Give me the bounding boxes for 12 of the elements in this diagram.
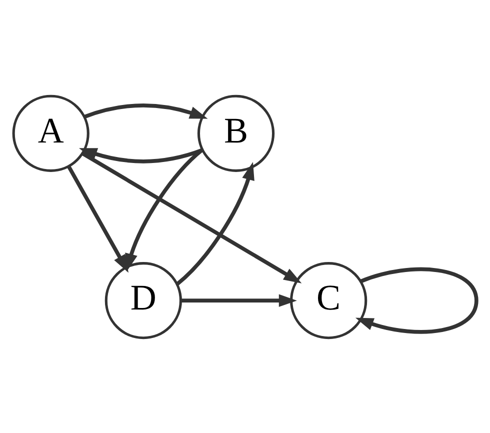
node-circle: C xyxy=(290,262,368,339)
node-circle: B xyxy=(197,94,275,172)
arrow xyxy=(125,148,204,272)
arrow xyxy=(67,165,128,272)
node-circle: A xyxy=(12,94,90,172)
arrow xyxy=(82,151,302,283)
arrow xyxy=(181,294,297,306)
arrow xyxy=(79,148,203,163)
arrow xyxy=(84,103,208,118)
node-circle: D xyxy=(104,262,182,339)
arrow xyxy=(176,162,254,286)
arrow xyxy=(355,266,478,334)
